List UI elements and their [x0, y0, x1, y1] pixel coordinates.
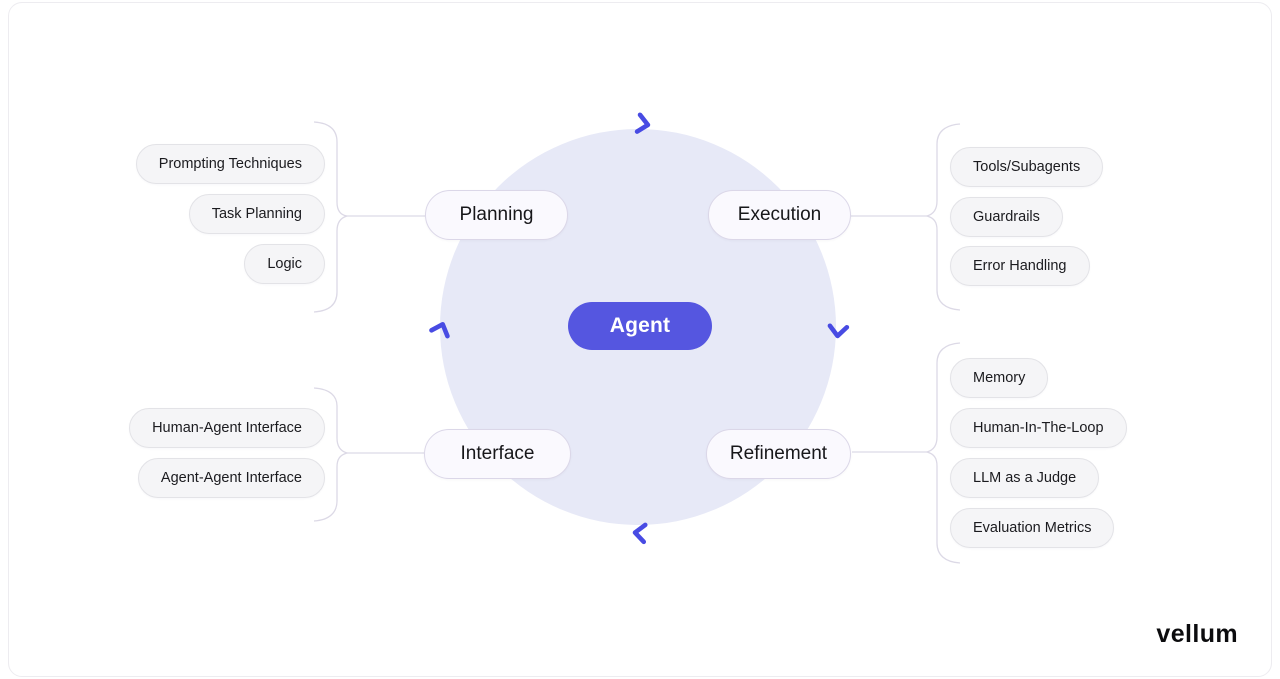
branch-node-interface: Interface — [424, 429, 571, 479]
agent-pill: Agent — [568, 302, 712, 350]
subitem-llm-as-a-judge: LLM as a Judge — [950, 458, 1100, 498]
subitem-memory: Memory — [950, 358, 1049, 398]
subitem-prompting-techniques: Prompting Techniques — [135, 144, 325, 184]
cycle-arrow-top-chevron-right-icon — [634, 112, 651, 134]
brace-interface — [313, 387, 350, 522]
vellum-logo: vellum — [1156, 620, 1238, 648]
subitem-task-planning: Task Planning — [188, 194, 325, 234]
branch-node-refinement: Refinement — [706, 429, 851, 479]
subitem-human-in-the-loop: Human-In-The-Loop — [950, 408, 1127, 448]
cycle-arrow-left-chevron-up-icon — [429, 322, 450, 339]
subitem-tools-subagents: Tools/Subagents — [950, 147, 1104, 187]
subitem-human-agent-interface: Human-Agent Interface — [129, 408, 325, 448]
subitem-evaluation-metrics: Evaluation Metrics — [950, 508, 1115, 548]
subitem-agent-agent-interface: Agent-Agent Interface — [137, 458, 325, 498]
subitem-logic: Logic — [244, 244, 325, 284]
subitem-error-handling: Error Handling — [950, 246, 1090, 286]
cycle-arrow-bottom-chevron-left-icon — [632, 522, 648, 545]
branch-node-planning: Planning — [425, 190, 568, 240]
cycle-arrow-right-chevron-down-icon — [827, 323, 850, 339]
branch-node-execution: Execution — [708, 190, 851, 240]
subitem-guardrails: Guardrails — [950, 197, 1063, 237]
